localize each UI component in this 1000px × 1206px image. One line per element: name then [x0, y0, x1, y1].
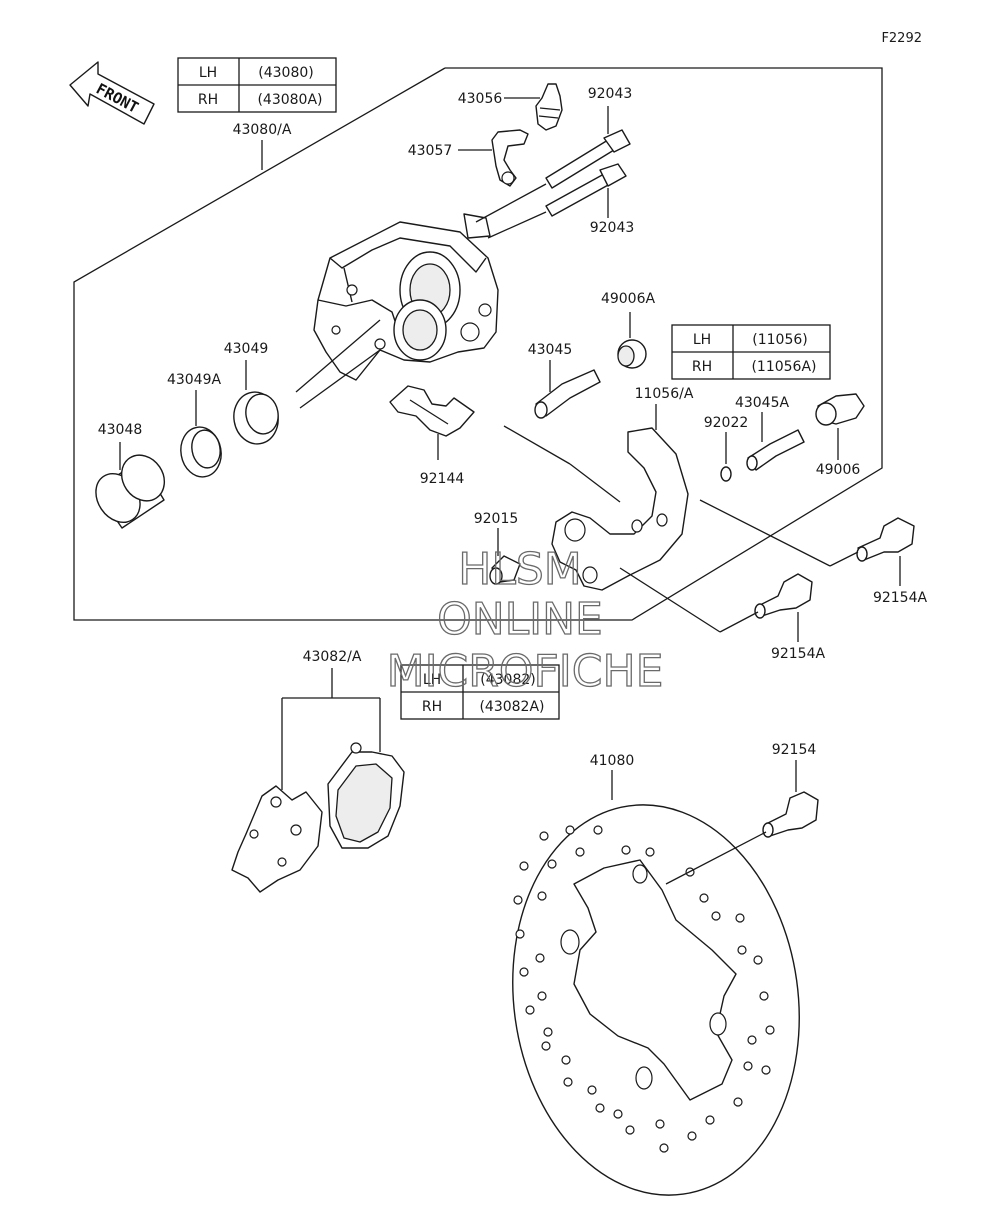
bracket-pin: 43045 — [528, 342, 601, 419]
label-bolt-mid: 92154A — [771, 646, 826, 662]
watermark: HLSM ONLINE MICROFICHE — [386, 543, 664, 697]
bracket-pin-2: 43045A — [735, 395, 805, 471]
disc-bolt: 92154 — [762, 742, 819, 838]
bracket-side-table: LH (11056) RH (11056A) — [671, 324, 831, 380]
pad-spring: 92144 — [389, 385, 475, 487]
caliper-row-lh-part: (43080) — [258, 65, 313, 81]
piston: 43048 — [95, 422, 166, 529]
bracket-row-rh-part: (11056A) — [751, 359, 816, 375]
slide-pin-top: 92043 — [545, 86, 633, 189]
label-caliper-assy: 43080/A — [233, 122, 292, 138]
label-pin-bracket-2: 43045A — [735, 395, 790, 411]
boot: 49006 — [815, 393, 865, 478]
assembly-outline — [73, 67, 883, 621]
pads-side-table: LH (43082) RH (43082A) — [400, 664, 560, 720]
caliper-side-table: LH (43080) RH (43080A) — [177, 57, 337, 113]
label-pads: 43082/A — [303, 649, 362, 665]
caliper-row-rh-part: (43080A) — [257, 92, 322, 108]
front-arrow-icon: FRONT — [69, 61, 155, 125]
label-bracket: 11056/A — [635, 386, 694, 402]
caliper-row-rh-side: RH — [198, 92, 218, 108]
figure-id: F2292 — [881, 31, 922, 46]
svg-text:ONLINE: ONLINE — [437, 594, 603, 645]
label-bleeder: 43056 — [458, 91, 503, 107]
label-disc-bolt: 92154 — [772, 742, 817, 758]
label-boot: 49006 — [816, 462, 861, 478]
bleeder-valve: 43056 — [458, 83, 563, 131]
bracket-row-rh-side: RH — [692, 359, 712, 375]
pads-row-rh-part: (43082A) — [479, 699, 544, 715]
pads-row-lh-side: LH — [423, 672, 441, 688]
label-clip: 92022 — [704, 415, 749, 431]
label-bleeder-nut: 92015 — [474, 511, 519, 527]
slide-pin-bottom: 92043 — [545, 163, 635, 236]
label-piston: 43048 — [98, 422, 143, 438]
caliper-row-lh-side: LH — [199, 65, 217, 81]
label-boot-top: 49006A — [601, 291, 656, 307]
svg-text:HLSM: HLSM — [458, 544, 582, 595]
brake-pads: 43082/A — [231, 649, 405, 893]
label-pin-bottom: 92043 — [590, 220, 635, 236]
pads-row-rh-side: RH — [422, 699, 442, 715]
svg-text:MICROFICHE: MICROFICHE — [387, 646, 664, 697]
bracket-bolt-mid: 92154A — [754, 573, 826, 662]
label-bleeder-cap: 43057 — [408, 143, 453, 159]
caliper-bracket: 11056/A — [551, 386, 694, 591]
label-seal-piston: 43049 — [224, 341, 269, 357]
caliper-body — [313, 213, 499, 381]
label-disc: 41080 — [590, 753, 635, 769]
bleeder-nut: 92015 — [474, 511, 521, 585]
label-pin-top: 92043 — [588, 86, 633, 102]
bleeder-cap: 43057 — [408, 129, 529, 187]
boot-top: 49006A — [601, 291, 656, 369]
bracket-bolt-right: 92154A — [856, 517, 928, 606]
bracket-row-lh-part: (11056) — [752, 332, 807, 348]
clip: 92022 — [704, 415, 749, 482]
dust-seal: 43049A — [167, 372, 222, 478]
label-bolt-right: 92154A — [873, 590, 928, 606]
label-pin-bracket: 43045 — [528, 342, 573, 358]
bracket-row-lh-side: LH — [693, 332, 711, 348]
label-seal-dust: 43049A — [167, 372, 222, 388]
pads-row-lh-part: (43082) — [480, 672, 535, 688]
label-pad-spring: 92144 — [420, 471, 465, 487]
piston-seal: 43049 — [224, 341, 279, 445]
